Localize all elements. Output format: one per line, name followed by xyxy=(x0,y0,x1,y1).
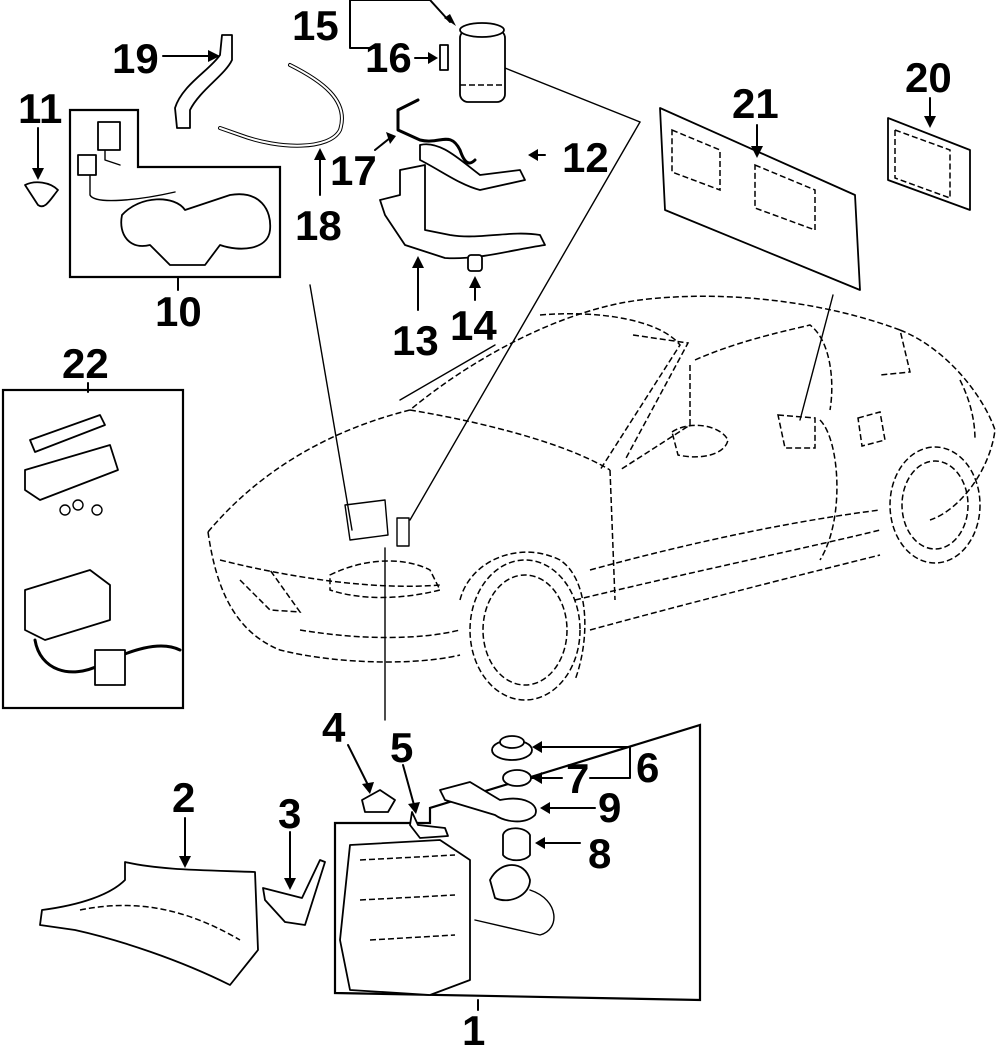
callout-1[interactable]: 1 xyxy=(462,1007,485,1054)
part-21-group[interactable] xyxy=(659,107,861,291)
part-22-group[interactable] xyxy=(1,382,185,710)
callout-9[interactable]: 9 xyxy=(598,784,621,831)
part-15-group[interactable] xyxy=(349,0,506,103)
part-8-group[interactable] xyxy=(502,827,581,862)
part-7-group[interactable] xyxy=(502,769,563,787)
part-9-group[interactable] xyxy=(439,781,596,823)
callout-17[interactable]: 17 xyxy=(330,147,377,194)
callout-10[interactable]: 10 xyxy=(155,288,202,335)
part-3-group[interactable] xyxy=(262,831,326,926)
part-19-group[interactable] xyxy=(162,34,233,129)
callout-15[interactable]: 15 xyxy=(292,2,339,49)
callout-14[interactable]: 14 xyxy=(450,302,497,349)
callout-2[interactable]: 2 xyxy=(172,774,195,821)
vehicle-outline xyxy=(207,295,996,701)
part-4-group[interactable] xyxy=(347,744,396,813)
callout-11[interactable]: 11 xyxy=(18,85,62,132)
part-11-group[interactable] xyxy=(24,127,59,208)
callout-8[interactable]: 8 xyxy=(588,830,611,877)
callout-12[interactable]: 12 xyxy=(562,134,609,181)
part-20-group[interactable] xyxy=(887,97,971,211)
part-18-group[interactable] xyxy=(218,63,344,196)
callout-22[interactable]: 22 xyxy=(62,340,109,387)
part-1-group[interactable] xyxy=(333,723,702,1011)
callout-19[interactable]: 19 xyxy=(112,35,159,82)
callout-16[interactable]: 16 xyxy=(365,34,412,81)
callout-13[interactable]: 13 xyxy=(392,317,439,364)
callout-labels: 1 2 3 4 5 6 7 8 9 10 11 12 13 14 15 16 1… xyxy=(18,2,952,1054)
leader-lines xyxy=(309,67,834,721)
callout-20[interactable]: 20 xyxy=(905,54,952,101)
callout-6[interactable]: 6 xyxy=(636,744,659,791)
callout-21[interactable]: 21 xyxy=(732,80,779,127)
part-2-group[interactable] xyxy=(39,817,259,986)
part-13-group[interactable] xyxy=(379,164,546,311)
callout-5[interactable]: 5 xyxy=(390,724,413,771)
part-12-group[interactable] xyxy=(419,143,546,191)
callout-7[interactable]: 7 xyxy=(566,755,589,802)
callout-18[interactable]: 18 xyxy=(295,202,342,249)
callout-4[interactable]: 4 xyxy=(322,704,346,751)
part-5-group[interactable] xyxy=(402,764,449,839)
callout-3[interactable]: 3 xyxy=(278,790,301,837)
part-10-group[interactable] xyxy=(68,108,282,291)
part-14-group[interactable] xyxy=(467,254,483,301)
part-6-group[interactable] xyxy=(491,735,631,779)
part-17-group[interactable] xyxy=(374,98,477,165)
